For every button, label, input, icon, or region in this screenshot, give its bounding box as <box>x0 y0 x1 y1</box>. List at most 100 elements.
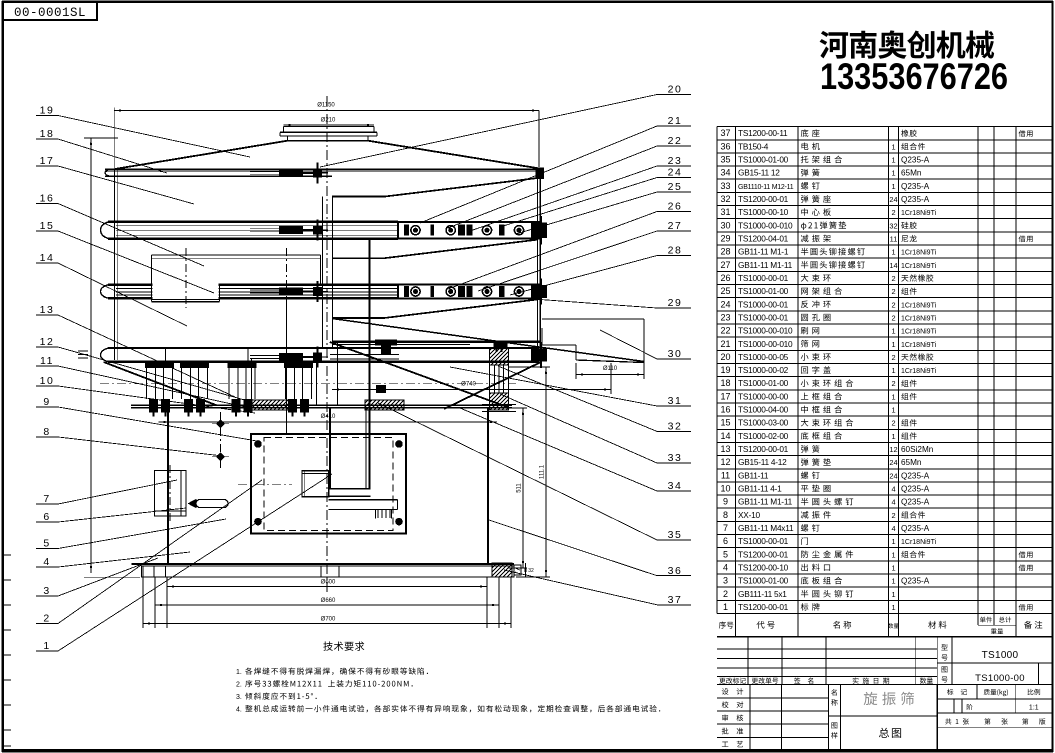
svg-text:34: 34 <box>668 480 683 492</box>
svg-text:13: 13 <box>40 304 55 316</box>
svg-text:11: 11 <box>40 355 54 367</box>
svg-text:TS1200-00-01: TS1200-00-01 <box>738 444 789 454</box>
svg-text:17: 17 <box>40 155 55 167</box>
svg-text:00-0001SL: 00-0001SL <box>14 6 86 20</box>
svg-text:Ø410: Ø410 <box>321 414 336 420</box>
svg-text:1Cr18Ni9Ti: 1Cr18Ni9Ti <box>901 342 937 349</box>
svg-text:37: 37 <box>668 594 683 606</box>
svg-text:Ø1150: Ø1150 <box>317 103 335 109</box>
svg-text:23: 23 <box>720 312 730 322</box>
svg-text:TS1000-01-00: TS1000-01-00 <box>738 576 789 586</box>
svg-text:1Cr18Ni9Ti: 1Cr18Ni9Ti <box>901 250 937 257</box>
svg-text:3.: 3. <box>236 694 242 701</box>
svg-text:30: 30 <box>668 348 683 360</box>
svg-text:2: 2 <box>891 300 895 309</box>
svg-text:65Mn: 65Mn <box>901 458 922 467</box>
svg-text:4: 4 <box>891 498 895 507</box>
svg-text:1Cr18Ni9Ti: 1Cr18Ni9Ti <box>901 263 937 270</box>
svg-text:10: 10 <box>720 484 730 494</box>
svg-text:TS1000-00-01: TS1000-00-01 <box>738 273 789 283</box>
svg-text:1: 1 <box>891 182 895 191</box>
svg-text:21: 21 <box>720 339 730 349</box>
svg-text:36: 36 <box>668 565 683 577</box>
svg-text:31: 31 <box>720 207 730 217</box>
svg-text:14: 14 <box>889 261 897 270</box>
svg-text:16: 16 <box>720 405 730 415</box>
svg-text:18: 18 <box>40 128 55 140</box>
svg-text:30: 30 <box>720 220 730 230</box>
svg-text:TS1000-04-00: TS1000-04-00 <box>738 405 789 415</box>
svg-text:TS1000: TS1000 <box>982 650 1019 661</box>
svg-text:TS1000-02-00: TS1000-02-00 <box>738 431 789 441</box>
svg-text:1: 1 <box>891 142 895 151</box>
svg-text:GB1110-11 M12-11: GB1110-11 M12-11 <box>738 184 794 191</box>
svg-text:36: 36 <box>720 141 730 151</box>
svg-text:7: 7 <box>723 523 728 533</box>
svg-text:Q235-A: Q235-A <box>901 156 930 165</box>
svg-text:1: 1 <box>891 577 895 586</box>
svg-text:37: 37 <box>720 128 730 138</box>
svg-text:GB15-11 12: GB15-11 12 <box>738 168 780 178</box>
svg-text:1: 1 <box>891 406 895 415</box>
svg-text:1: 1 <box>891 169 895 178</box>
svg-text:TS1000-00-05: TS1000-00-05 <box>738 352 789 362</box>
svg-text:33: 33 <box>668 452 683 464</box>
svg-text:6: 6 <box>43 511 50 523</box>
svg-text:TS1000-03-00: TS1000-03-00 <box>738 418 789 428</box>
svg-text:TS1000-00: TS1000-00 <box>975 673 1025 684</box>
svg-text:1: 1 <box>891 550 895 559</box>
svg-text:2: 2 <box>891 287 895 296</box>
svg-text:1: 1 <box>891 248 895 257</box>
svg-text:1: 1 <box>891 603 895 612</box>
svg-text:1: 1 <box>43 640 50 652</box>
svg-text:10: 10 <box>40 375 55 387</box>
svg-text:32: 32 <box>668 421 683 433</box>
svg-text:TS1200-00-01: TS1200-00-01 <box>738 549 789 559</box>
svg-text:12: 12 <box>889 445 897 454</box>
svg-text:TS1000-00-01: TS1000-00-01 <box>738 299 789 309</box>
svg-text:2: 2 <box>43 613 50 625</box>
svg-text:Q235-A: Q235-A <box>901 471 930 480</box>
svg-text:28: 28 <box>720 247 730 257</box>
svg-text:12: 12 <box>40 336 55 348</box>
svg-text:GB111-11 5x1: GB111-11 5x1 <box>738 589 787 599</box>
svg-text:5: 5 <box>723 549 728 559</box>
svg-text:2: 2 <box>723 589 728 599</box>
svg-text:4.: 4. <box>236 707 242 714</box>
svg-text:24: 24 <box>720 299 730 309</box>
svg-text:2: 2 <box>891 208 895 217</box>
svg-text:15: 15 <box>720 418 730 428</box>
svg-text:20: 20 <box>720 352 730 362</box>
svg-text:32: 32 <box>889 221 897 230</box>
svg-text:TS1000-00-00: TS1000-00-00 <box>738 391 789 401</box>
svg-text:2: 2 <box>891 353 895 362</box>
svg-text:1: 1 <box>891 564 895 573</box>
svg-text:23: 23 <box>668 155 683 167</box>
svg-text:65Mn: 65Mn <box>901 169 922 178</box>
svg-text:Q235-A: Q235-A <box>901 485 930 494</box>
svg-text:4: 4 <box>891 485 895 494</box>
svg-text:Q235-A: Q235-A <box>901 195 930 204</box>
svg-text:24: 24 <box>889 195 897 204</box>
svg-text:19: 19 <box>720 365 730 375</box>
svg-text:1: 1 <box>891 392 895 401</box>
svg-text:3: 3 <box>723 576 728 586</box>
svg-text:27: 27 <box>668 220 683 232</box>
svg-text:27: 27 <box>720 260 730 270</box>
svg-text:9: 9 <box>723 497 728 507</box>
svg-text:35: 35 <box>720 155 730 165</box>
svg-text:TS1200-00-01: TS1200-00-01 <box>738 602 789 612</box>
svg-text:Ø740: Ø740 <box>461 382 476 388</box>
svg-text:1.: 1. <box>236 669 242 676</box>
svg-text:4: 4 <box>723 563 728 573</box>
svg-text:4: 4 <box>891 524 895 533</box>
svg-text:24: 24 <box>668 167 683 179</box>
svg-text:TS1000-01-00: TS1000-01-00 <box>738 286 789 296</box>
svg-text:TS1200-00-10: TS1200-00-10 <box>738 563 789 573</box>
svg-text:Q235-A: Q235-A <box>901 577 930 586</box>
svg-text:3: 3 <box>43 585 50 597</box>
svg-text:22: 22 <box>720 326 730 336</box>
svg-text:TB150-4: TB150-4 <box>738 141 769 151</box>
svg-text:GB11-11 4-1: GB11-11 4-1 <box>738 484 782 494</box>
svg-text:24: 24 <box>889 458 897 467</box>
